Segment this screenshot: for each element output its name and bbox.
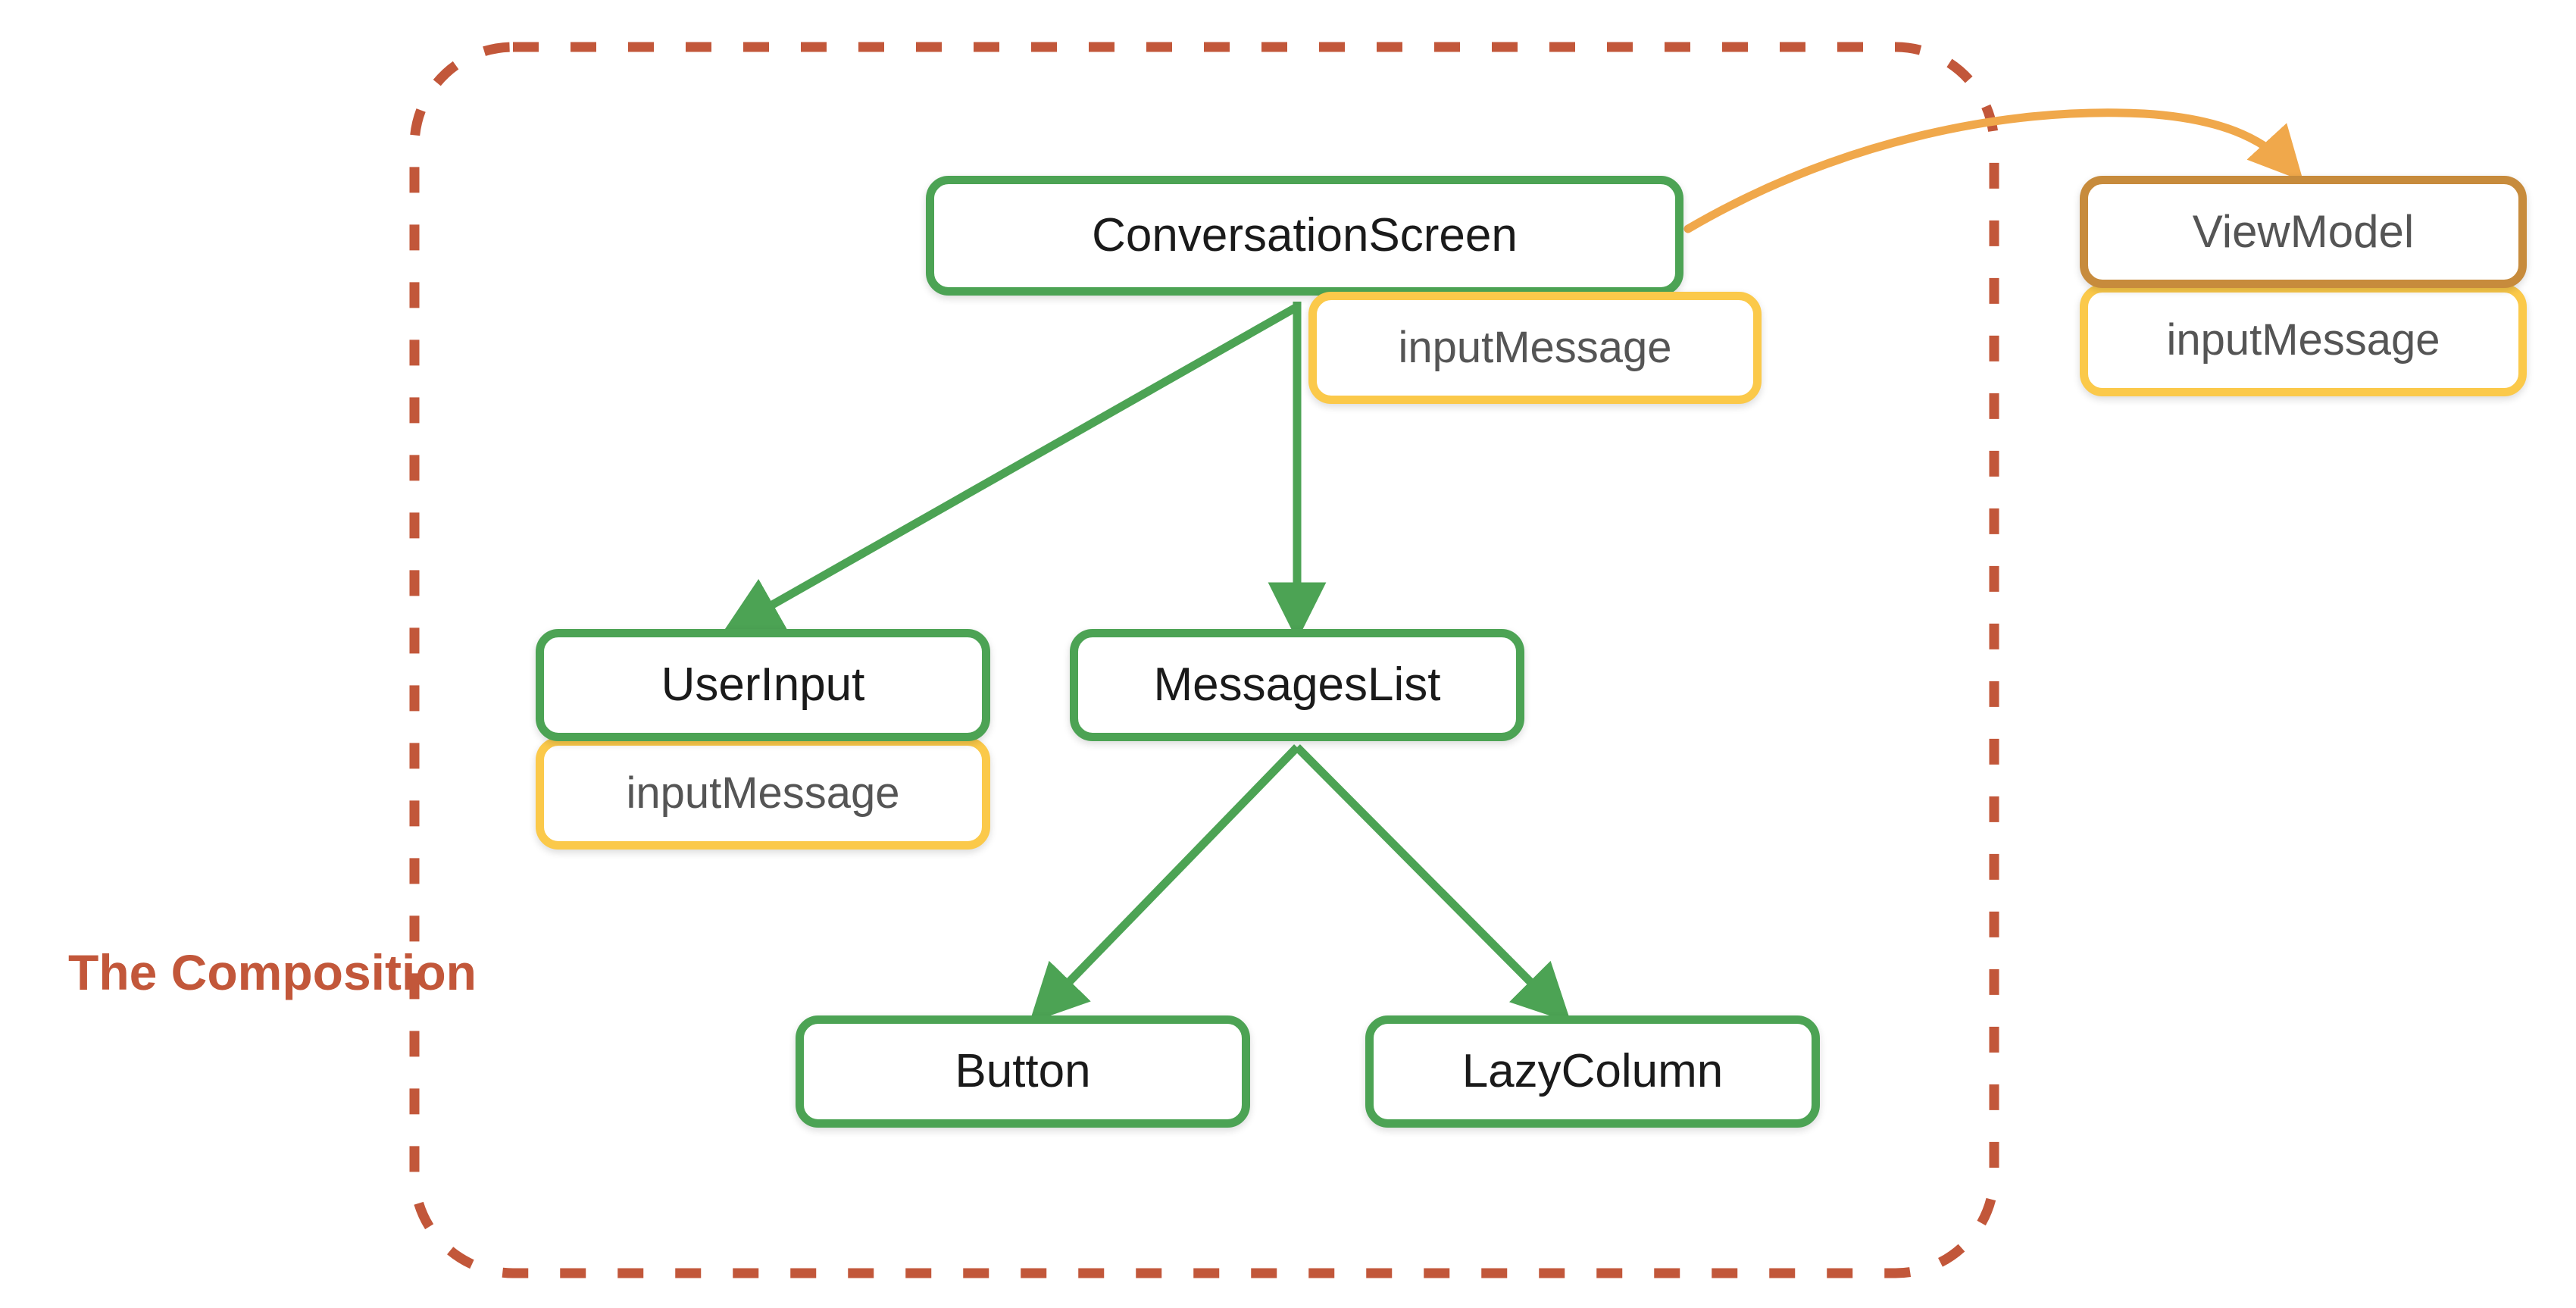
state-conversation-screen-input-message-label: inputMessage [1398, 323, 1672, 372]
edge-conversationscreen-to-userinput [722, 304, 1298, 634]
state-user-input-input-message[interactable]: inputMessage [536, 737, 990, 850]
node-view-model-label: ViewModel [2192, 206, 2415, 257]
node-user-input[interactable]: UserInput [536, 629, 990, 741]
node-messages-list-label: MessagesList [1153, 659, 1441, 711]
node-button-label: Button [955, 1045, 1091, 1097]
state-view-model-input-message[interactable]: inputMessage [2080, 284, 2527, 396]
node-lazy-column-label: LazyColumn [1462, 1045, 1724, 1097]
node-conversation-screen[interactable]: ConversationScreen [926, 176, 1683, 296]
node-conversation-screen-label: ConversationScreen [1092, 209, 1518, 261]
node-messages-list[interactable]: MessagesList [1070, 629, 1524, 741]
state-user-input-input-message-label: inputMessage [626, 768, 900, 818]
composition-caption: The Composition [68, 944, 477, 1000]
edge-messageslist-to-lazycolumn [1294, 744, 1571, 1023]
node-button[interactable]: Button [796, 1015, 1250, 1128]
state-conversation-screen-input-message[interactable]: inputMessage [1308, 292, 1762, 404]
node-user-input-label: UserInput [661, 659, 865, 711]
node-lazy-column[interactable]: LazyColumn [1365, 1015, 1820, 1128]
edge-messageslist-to-button [1029, 744, 1300, 1023]
state-view-model-input-message-label: inputMessage [2166, 315, 2440, 365]
node-view-model[interactable]: ViewModel [2080, 176, 2527, 288]
